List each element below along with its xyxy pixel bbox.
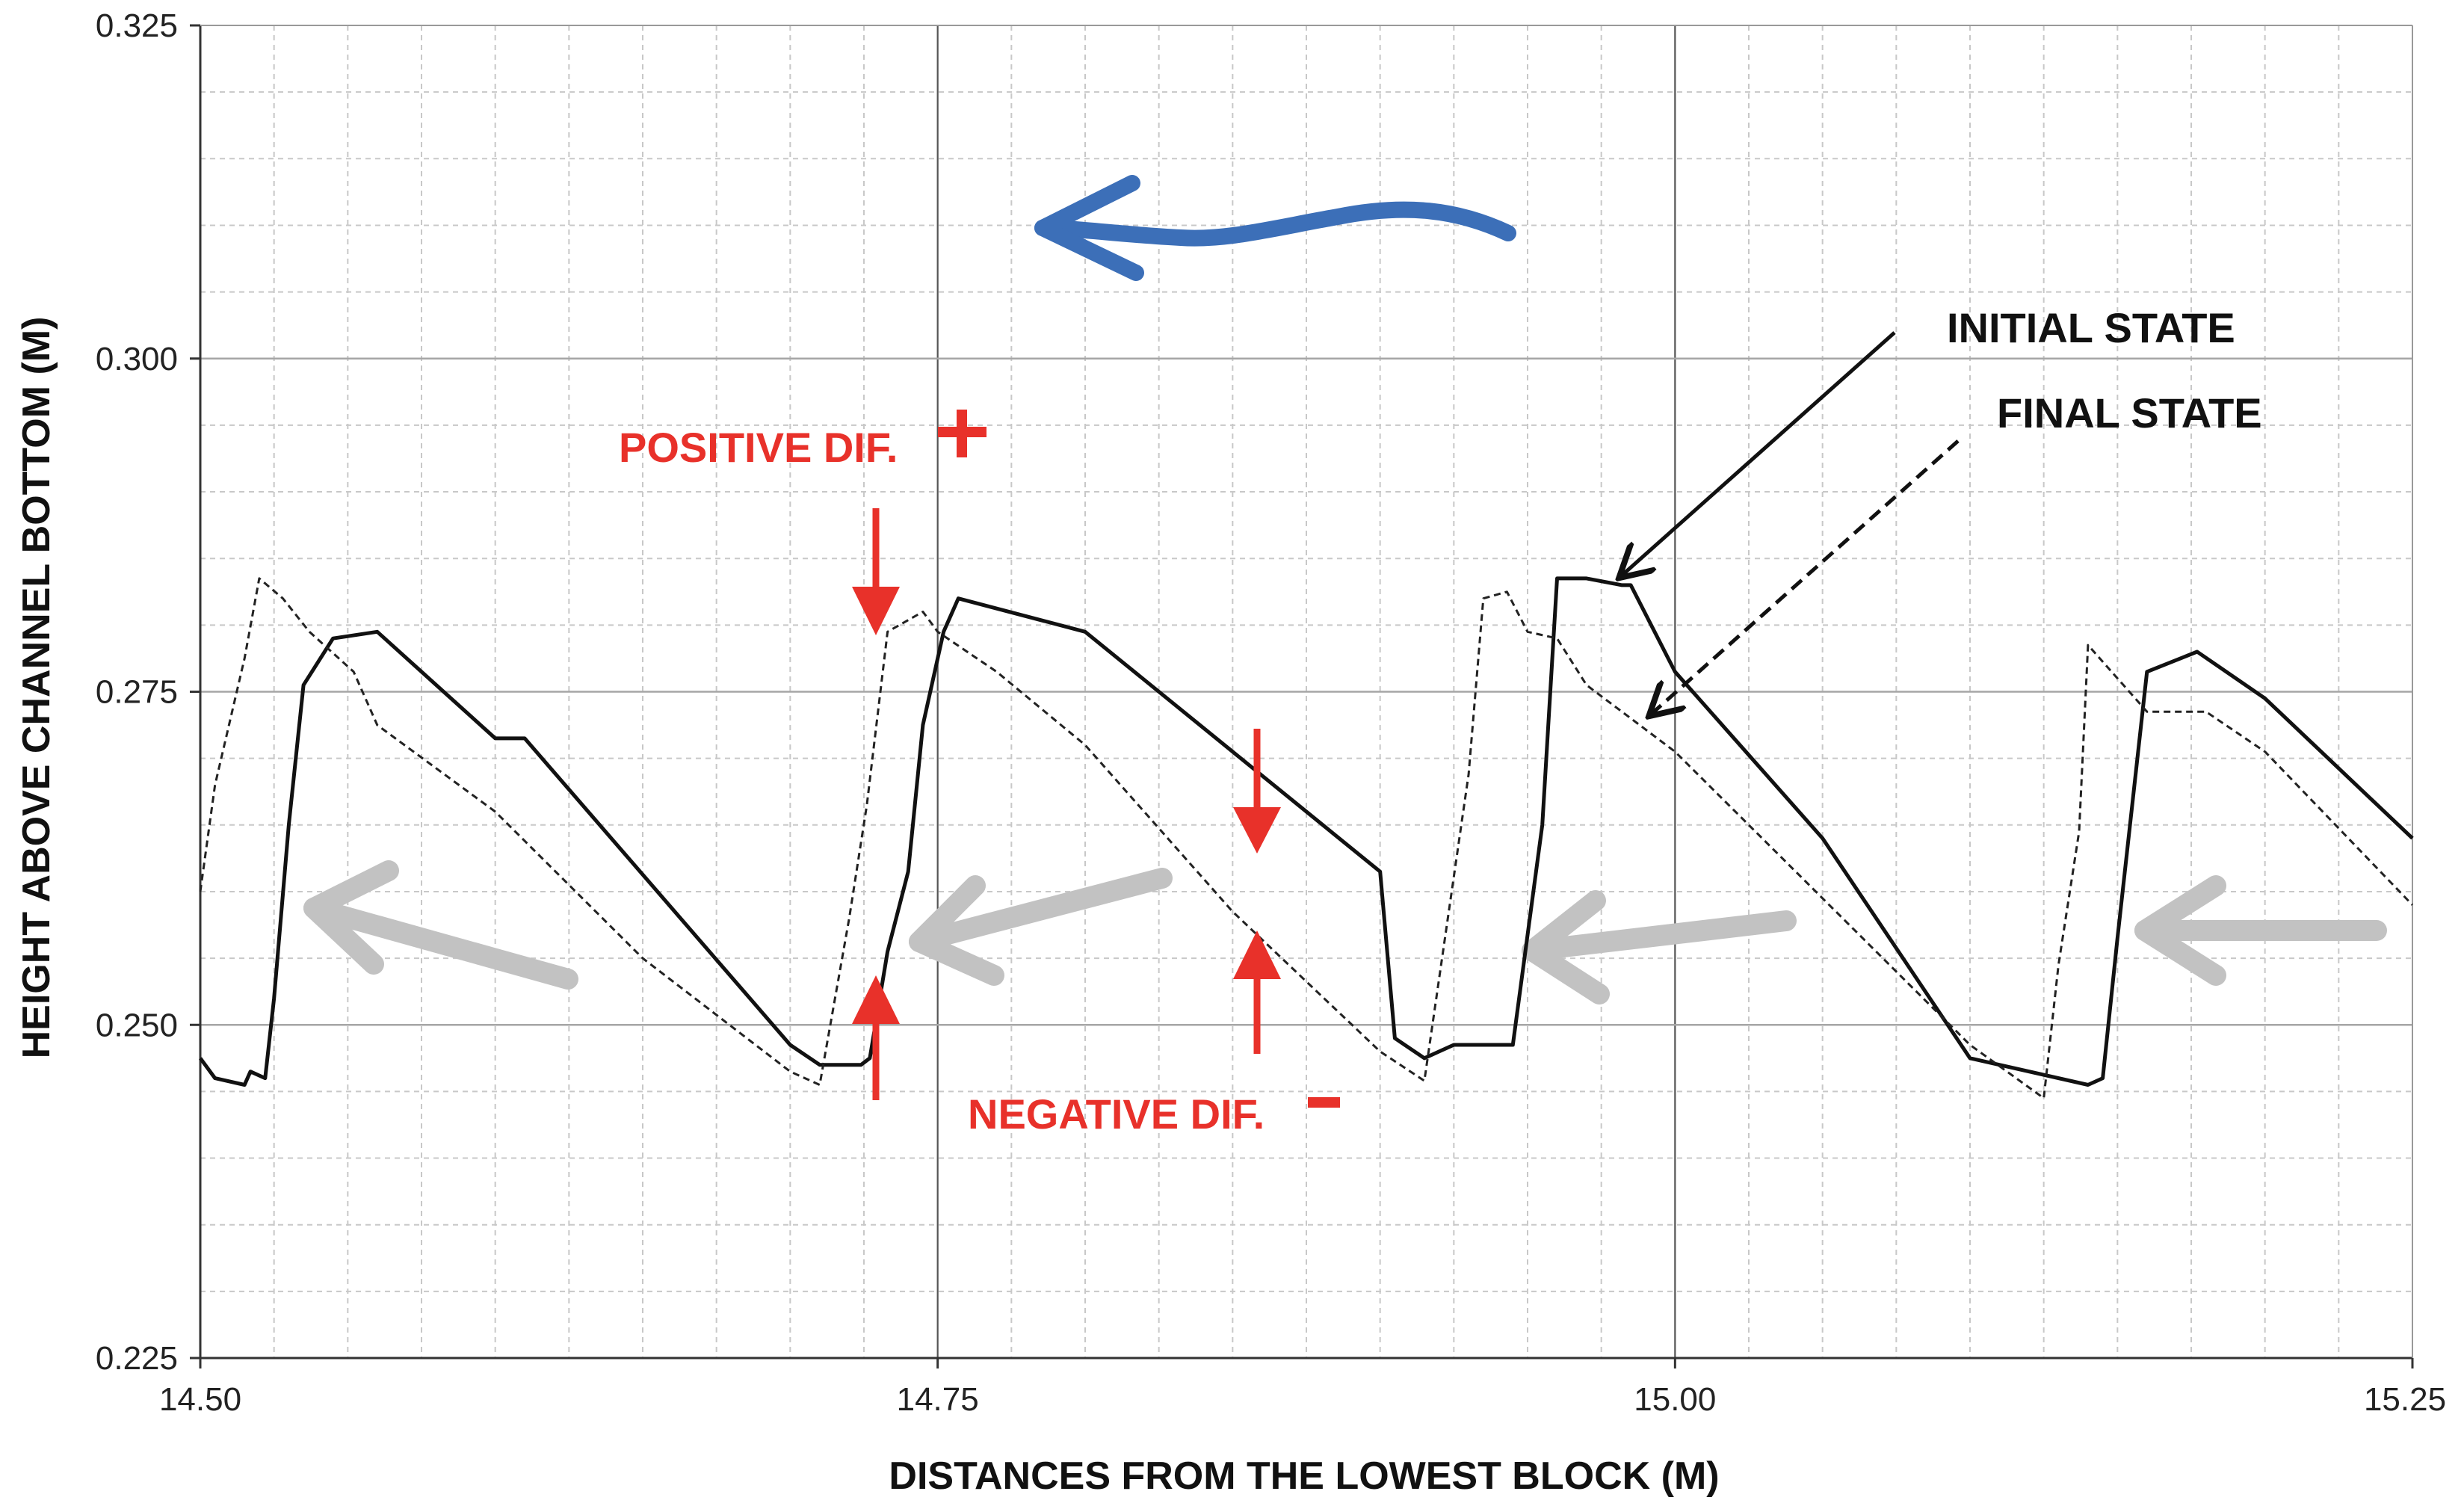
series-line-initial-state [198, 576, 2414, 1087]
x-tick-label: 14.50 [159, 1381, 241, 1418]
legend-final-state-label: FINAL STATE [1997, 389, 2262, 436]
y-tick-label: 0.300 [96, 341, 178, 377]
x-tick-labels: 14.50 14.75 15.00 15.25 [159, 1381, 2446, 1418]
pointer-arrow-icon [1652, 439, 1960, 714]
x-tick-label: 15.00 [1634, 1381, 1716, 1418]
positive-dif-label: POSITIVE DIF. [619, 424, 898, 471]
y-tick-label: 0.250 [96, 1007, 178, 1043]
plus-sign-icon [938, 410, 986, 457]
left-arrow-icon [909, 868, 1173, 986]
x-axis-title: DISTANCES FROM THE LOWEST BLOCK (M) [889, 1454, 1719, 1498]
flow-direction-arrow-icon [1034, 175, 1516, 281]
x-tick-label: 15.25 [2364, 1381, 2446, 1418]
left-arrow-icon [303, 860, 578, 990]
left-arrow-icon [2134, 875, 2387, 986]
grid [200, 25, 2412, 1358]
y-tick-label: 0.325 [96, 7, 178, 44]
y-tick-label: 0.225 [96, 1340, 178, 1377]
wave-direction-arrows [303, 860, 2387, 1005]
y-axis-title: HEIGHT ABOVE CHANNEL BOTTOM (M) [15, 317, 58, 1059]
up-arrow-icon [852, 975, 900, 1100]
down-arrow-icon [1233, 729, 1281, 854]
legend-initial-state-label: INITIAL STATE [1947, 304, 2235, 351]
up-arrow-icon [1233, 931, 1281, 1054]
legend: INITIAL STATE FINAL STATE [1622, 304, 2262, 714]
down-arrow-icon [852, 508, 900, 635]
difference-annotations: POSITIVE DIF. NEGATIVE DIF. [619, 410, 1340, 1138]
y-tick-label: 0.275 [96, 674, 178, 711]
x-tick-label: 14.75 [897, 1381, 979, 1418]
y-tick-labels: 0.325 0.300 0.275 0.250 0.225 [96, 7, 178, 1377]
left-arrow-icon [1522, 890, 1797, 1005]
series-layer [198, 576, 2414, 1099]
axes [190, 24, 2414, 1368]
pointer-arrow-icon [1622, 331, 1896, 575]
series-line-final-state [199, 577, 2414, 1099]
negative-dif-label: NEGATIVE DIF. [968, 1090, 1265, 1138]
